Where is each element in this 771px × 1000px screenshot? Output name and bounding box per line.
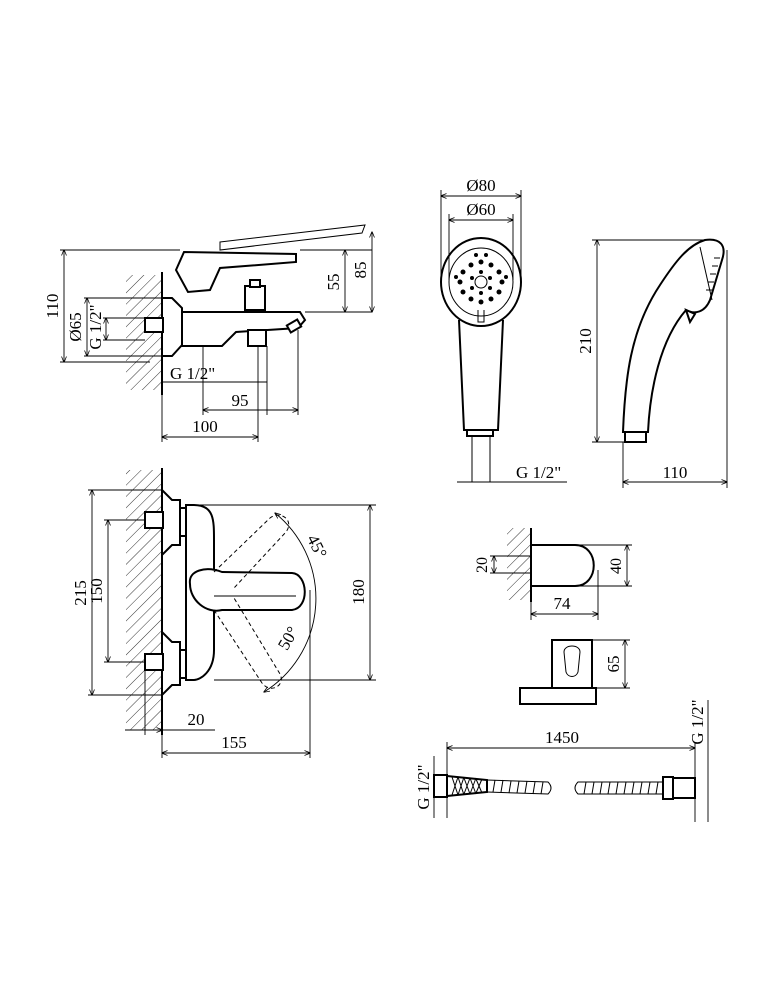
dim-20-top: 20 bbox=[188, 710, 205, 729]
dim-diameter-60: Ø60 bbox=[466, 200, 495, 219]
shower-head-front: Ø80 Ø60 G 1/2" bbox=[440, 176, 567, 483]
dim-150: 150 bbox=[87, 578, 106, 604]
dim-85: 85 bbox=[351, 262, 370, 279]
dim-angle-45: 45° bbox=[303, 532, 331, 562]
dim-95: 95 bbox=[232, 391, 249, 410]
dim-shower-thread: G 1/2" bbox=[516, 463, 561, 482]
hose-crosshatch bbox=[451, 776, 483, 796]
mixer-top-view: 45° 50° 215 150 180 20 155 bbox=[71, 468, 376, 758]
dim-hose-thread-right: G 1/2" bbox=[688, 699, 707, 744]
dim-hose-1450: 1450 bbox=[545, 728, 579, 747]
wall-holder-front: 65 bbox=[519, 639, 630, 705]
dim-110-shower: 110 bbox=[663, 463, 688, 482]
nozzle-dots bbox=[454, 253, 508, 305]
side-nozzle-ticks bbox=[706, 257, 720, 291]
wall-hatch-top bbox=[126, 470, 162, 730]
dim-hose-thread-left: G 1/2" bbox=[414, 764, 433, 809]
dim-155: 155 bbox=[221, 733, 247, 752]
dim-55: 55 bbox=[324, 274, 343, 291]
hose-coil-right bbox=[583, 781, 659, 795]
dim-thread-outlet: G 1/2" bbox=[170, 364, 215, 383]
mixer-side-view: 110 Ø65 G 1/2" 55 85 G 1/2" 95 100 bbox=[43, 224, 372, 442]
hose-coil-left bbox=[492, 779, 544, 795]
dim-flange-diameter: Ø65 bbox=[66, 312, 85, 341]
dim-210: 210 bbox=[576, 328, 595, 354]
dim-180: 180 bbox=[349, 579, 368, 605]
dim-110-side: 110 bbox=[43, 294, 62, 319]
dim-holder-40: 40 bbox=[608, 558, 625, 574]
wall-holder-side: 20 40 74 bbox=[474, 528, 632, 620]
dim-thread-inlet: G 1/2" bbox=[86, 304, 105, 349]
dim-holder-74: 74 bbox=[554, 594, 572, 613]
dim-angle-50: 50° bbox=[274, 623, 302, 653]
dim-diameter-80: Ø80 bbox=[466, 176, 495, 195]
dim-holder-20: 20 bbox=[474, 557, 491, 573]
wall-hatch-holder bbox=[507, 528, 531, 600]
shower-head-side: 210 110 bbox=[576, 238, 727, 488]
shower-hose: 1450 G 1/2" G 1/2" bbox=[414, 699, 709, 822]
dim-100: 100 bbox=[192, 417, 218, 436]
dim-holder-65: 65 bbox=[604, 656, 623, 673]
dim-215: 215 bbox=[71, 580, 90, 606]
